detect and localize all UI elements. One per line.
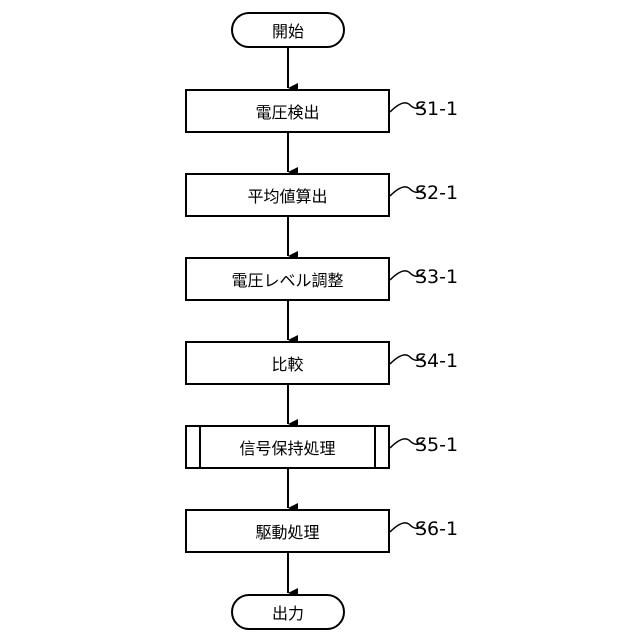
step-2-label: 平均値算出: [247, 183, 327, 207]
step-box-4: 比較: [185, 341, 390, 385]
end-terminal: 出力: [231, 594, 345, 630]
step-5-label: 信号保持処理: [239, 435, 335, 459]
step-3-label: 電圧レベル調整: [231, 267, 343, 291]
step-2-id: S2-1: [415, 182, 458, 204]
step-box-5: 信号保持処理: [185, 425, 390, 469]
start-terminal: 開始: [231, 12, 345, 48]
step-box-1: 電圧検出: [185, 89, 390, 133]
step-3-id: S3-1: [415, 266, 458, 288]
step-box-3: 電圧レベル調整: [185, 257, 390, 301]
step-6-label: 駆動処理: [255, 519, 319, 543]
step-1-label: 電圧検出: [255, 99, 319, 123]
step-5-id: S5-1: [415, 434, 458, 456]
step-4-label: 比較: [271, 351, 303, 375]
step-box-6: 駆動処理: [185, 509, 390, 553]
step-6-id: S6-1: [415, 518, 458, 540]
step-1-id: S1-1: [415, 98, 458, 120]
step-box-2: 平均値算出: [185, 173, 390, 217]
step-4-id: S4-1: [415, 350, 458, 372]
start-label: 開始: [272, 18, 304, 42]
end-label: 出力: [272, 600, 304, 624]
